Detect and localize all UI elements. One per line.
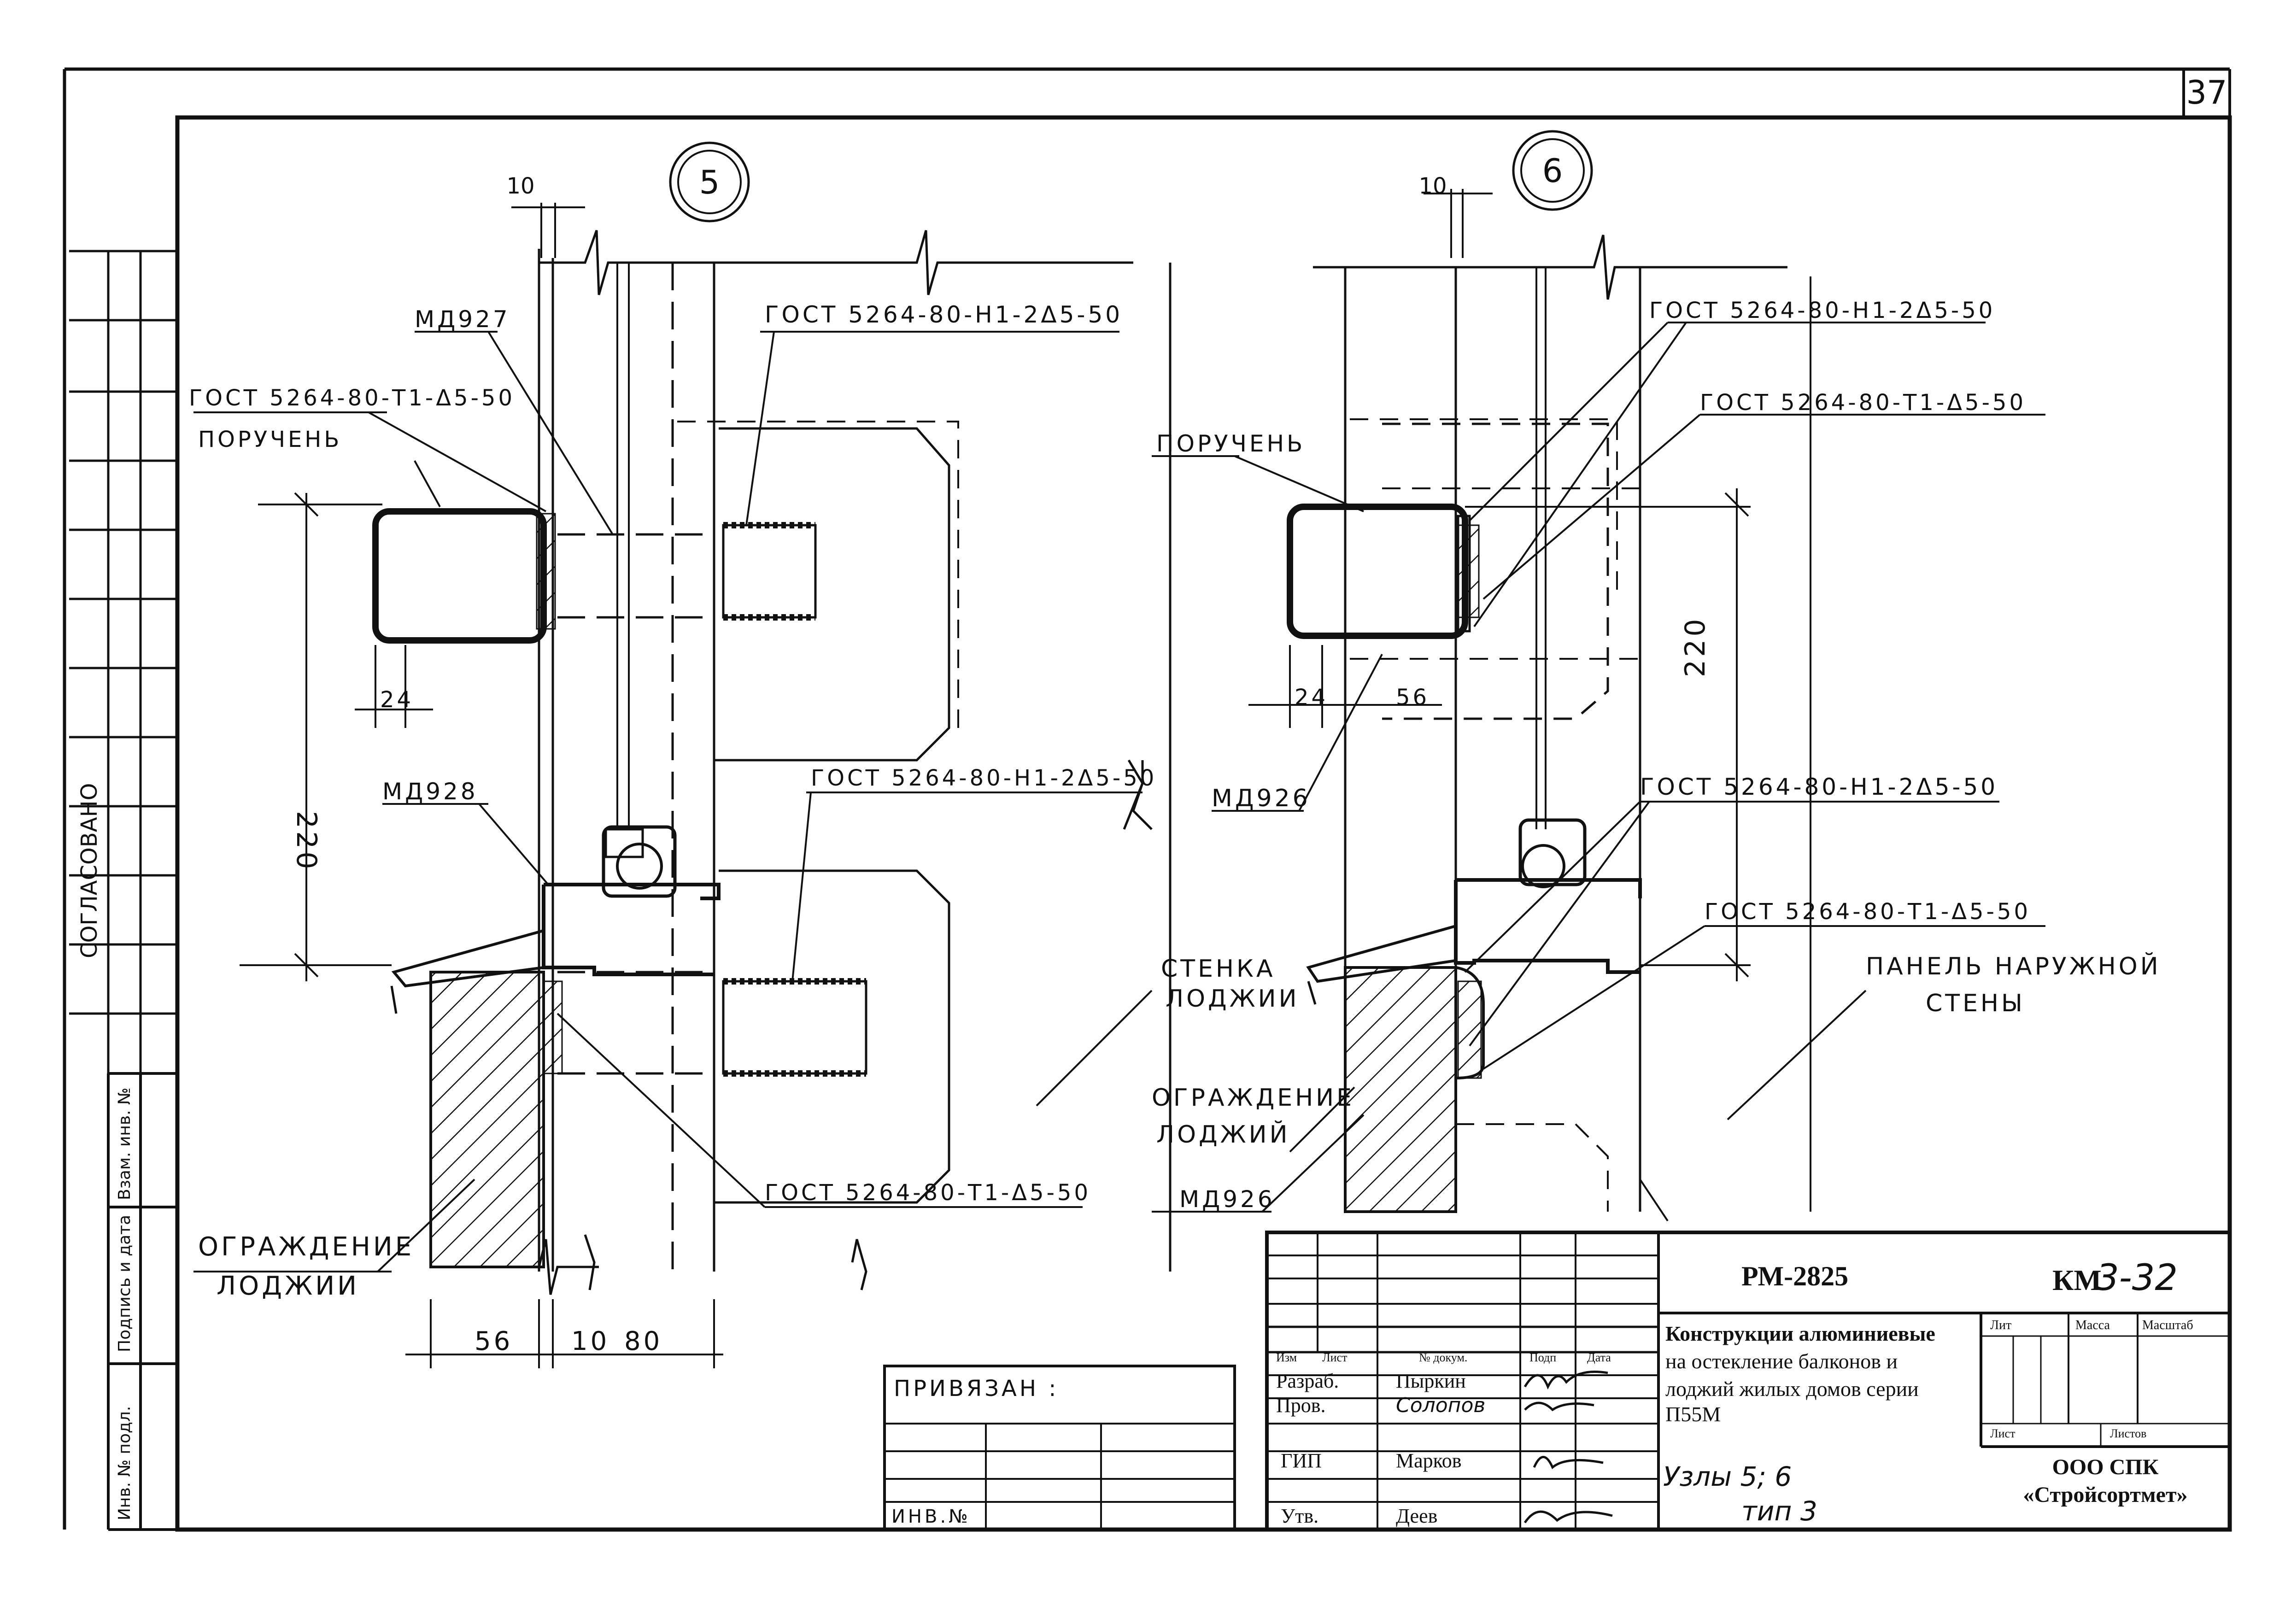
node-5-barrier-1: ОГРАЖДЕНИЕ [198,1232,414,1262]
binding-label: ПРИВЯЗАН : [894,1376,1059,1401]
node-5-gost-h1-top: ГОСТ 5264-80-Н1-2Δ5-50 [765,301,1123,328]
node-5-md928: МД928 [382,778,478,805]
side-strip [69,250,177,1531]
col-date: Дата [1587,1351,1611,1364]
node-5-dim-56: 56 [475,1326,513,1356]
node-5-dim-220: 220 [290,811,322,872]
node-6-gost-h1-mid: ГОСТ 5264-80-Н1-2Δ5-50 [1640,774,1998,800]
node-5-drawing [193,141,1172,1368]
drawing-name-2: тип 3 [1741,1495,1817,1527]
sheet-code: 3-32 [2096,1257,2178,1299]
node-5-number: 5 [699,164,720,201]
role-check: Пров. [1276,1394,1326,1417]
node-6-dim-220: 220 [1679,616,1711,677]
doc-code: РМ-2825 [1741,1261,1848,1291]
role-appr: Утв. [1281,1505,1318,1527]
node-6-gost-t1-top: ГОСТ 5264-80-Т1-Δ5-50 [1700,390,2026,416]
node-6-dim-24: 24 [1295,685,1328,710]
sheet-number: 37 [2186,74,2227,111]
node-5-md927: МД927 [415,306,510,333]
node-5-dim-10: 10 [506,173,534,199]
hdr-lit: Лит [1990,1318,2011,1332]
agreed-label: СОГЛАСОВАНО [76,783,102,958]
node-6-dim-10: 10 [1418,173,1447,199]
hdr-sheet: Лист [1990,1427,2015,1440]
node-5-dim-24: 24 [380,687,414,713]
org-line-1: ООО СПК [2052,1455,2159,1479]
hdr-mass: Масса [2075,1318,2110,1332]
col-doc: № докум. [1419,1351,1467,1364]
node-6-md926-bot: МД926 [1179,1186,1275,1213]
node-6-barrier-2: ЛОДЖИЙ [1156,1120,1290,1149]
node-5-dim-80: 80 [624,1326,662,1356]
node-5-handrail: ПОРУЧЕНЬ [198,427,342,452]
node-5-marker [669,141,750,223]
node-6-dim-56: 56 [1396,685,1430,710]
node-5-dim-10b: 10 [571,1326,609,1356]
node-6-gost-h1-top: ГОСТ 5264-80-Н1-2Δ5-50 [1649,298,1995,323]
name-gip: Марков [1396,1449,1462,1472]
node-6-gost-t1-mid: ГОСТ 5264-80-Т1-Δ5-50 [1705,899,2031,925]
node-6-outer-panel-1: ПАНЕЛЬ НАРУЖНОЙ [1866,952,2161,980]
name-check: Солопов [1396,1394,1485,1417]
hdr-scale: Масштаб [2142,1318,2193,1332]
node-6-outer-panel-2: СТЕНЫ [1926,990,2025,1017]
role-dev: Разраб. [1276,1370,1339,1392]
title-line-2: на остекление балконов и [1665,1349,1898,1373]
col-list: Лист [1322,1351,1347,1364]
replaced-inv-label: Взам. инв. № [115,1088,134,1200]
drawing-name-1: Узлы 5; 6 [1663,1461,1792,1492]
col-izm: Изм [1276,1351,1297,1364]
node-5-gost-h1-mid: ГОСТ 5264-80-Н1-2Δ5-50 [811,765,1157,791]
node-5-barrier-2: ЛОДЖИИ [217,1271,359,1301]
role-gip: ГИП [1281,1449,1322,1472]
title-line-1: Конструкции алюминиевые [1665,1322,1935,1345]
inv-orig-label: Инв. № подл. [115,1406,134,1520]
node-6-number: 6 [1542,152,1563,190]
name-dev: Пыркин [1396,1370,1466,1392]
name-appr: Деев [1396,1505,1437,1527]
binding-box [883,1365,1236,1531]
node-6-loggia-wall-2: ЛОДЖИИ [1166,985,1299,1013]
hdr-sheets: Листов [2110,1427,2146,1440]
node-6-loggia-wall-1: СТЕНКА [1161,955,1276,983]
node-6-handrail: ПОРУЧЕНЬ [1156,430,1305,457]
signatures [1523,1371,1613,1524]
col-sign: Подп [1529,1351,1556,1364]
title-block [1265,1231,2232,1531]
node-6-marker [1512,130,1593,211]
node-6-md926-top: МД926 [1212,785,1311,812]
title-line-3: лоджий жилых домов серии [1665,1377,1919,1401]
node-6-drawing [1123,130,2045,1222]
sign-date-label: Подпись и дата [115,1215,134,1352]
title-line-4: П55М [1665,1402,1721,1426]
sheet-code-prefix: КМ [2052,1264,2102,1296]
node-5-gost-t1-top: ГОСТ 5264-80-Т1-Δ5-50 [189,385,515,411]
org-line-2: «Стройсортмет» [2023,1483,2187,1507]
node-6-barrier-1: ОГРАЖДЕНИЕ [1152,1084,1354,1112]
binding-inv: ИНВ.№ [891,1506,971,1527]
node-5-gost-t1-bot: ГОСТ 5264-80-Т1-Δ5-50 [765,1180,1091,1206]
